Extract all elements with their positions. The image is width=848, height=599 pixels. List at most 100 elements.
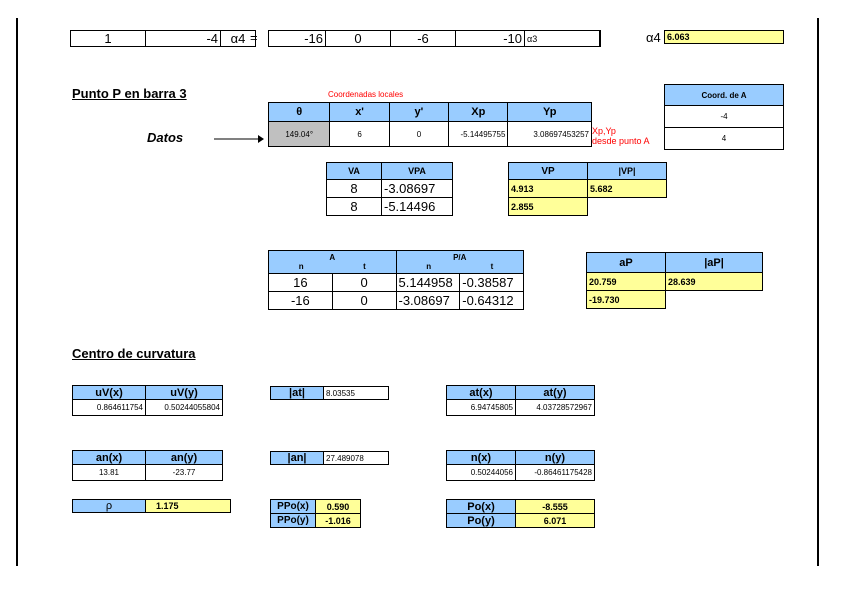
- vp-table: VP |VP| 4.913 5.682 2.855: [508, 162, 667, 216]
- an-abs-value: 27.489078: [323, 451, 389, 465]
- alpha4-value: 6.063: [664, 30, 784, 44]
- xp-yp-note: Xp,Yp desde punto A: [592, 126, 650, 146]
- acc-cell: 5.144958: [395, 273, 461, 292]
- ny-value: -0.86461175428: [515, 464, 595, 481]
- any-value: -23.77: [145, 464, 223, 481]
- x-local-value: 6: [329, 121, 390, 147]
- at-abs-table: |at| 8.03535: [270, 386, 389, 400]
- coordenadas-locales-label: Coordenadas locales: [328, 90, 404, 99]
- section-title-punto-p: Punto P en barra 3: [72, 86, 187, 101]
- header-n: n: [426, 262, 432, 271]
- anx-value: 13.81: [72, 464, 146, 481]
- po-table: Po(x) -8.555 Po(y) 6.071: [446, 499, 595, 528]
- po-x-label: Po(x): [446, 499, 516, 514]
- vp-x-value: 4.913: [508, 179, 588, 198]
- alpha3-label: α3: [524, 30, 601, 47]
- header-y-local: y': [388, 102, 450, 122]
- aty-value: 4.03728572967: [515, 399, 595, 416]
- yp-value: 3.08697453257: [507, 121, 592, 147]
- top-cell: 0: [325, 30, 391, 47]
- an-abs-label: |an|: [270, 451, 324, 465]
- header-ap: aP: [586, 252, 666, 273]
- xp-yp-note-line2: desde punto A: [592, 136, 650, 146]
- vpa-value: -5.14496: [381, 197, 453, 216]
- section-title-centro: Centro de curvatura: [72, 346, 196, 361]
- header-n: n: [298, 262, 304, 271]
- an-table: an(x) an(y) 13.81 -23.77: [72, 450, 223, 481]
- coord-a-table: Coord. de A -4 4: [664, 84, 784, 150]
- header-nx: n(x): [446, 450, 516, 465]
- header-t: t: [490, 262, 494, 271]
- header-pa-group: P/A n t: [395, 250, 524, 274]
- uvy-value: 0.50244055804: [145, 399, 223, 416]
- at-abs-value: 8.03535: [323, 386, 389, 400]
- punto-p-table: θ x' y' Xp Yp 149.04° 6 0 -5.14495755 3.…: [267, 102, 592, 147]
- po-y-label: Po(y): [446, 513, 516, 528]
- acc-cell: -0.38587: [459, 273, 524, 292]
- top-equation-left: 1 -4 α4: [70, 30, 256, 47]
- header-ny: n(y): [515, 450, 595, 465]
- header-a: A: [329, 253, 336, 262]
- acc-cell: -0.64312: [459, 291, 524, 310]
- theta-value: 149.04°: [267, 121, 331, 147]
- header-a-group: A n t: [268, 250, 397, 274]
- coord-a-header: Coord. de A: [664, 84, 784, 106]
- ppo-y-value: -1.016: [315, 513, 361, 528]
- n-table: n(x) n(y) 0.50244056 -0.86461175428: [446, 450, 595, 481]
- acc-cell: -16: [268, 291, 333, 310]
- right-border: [817, 18, 819, 566]
- acc-cell: 16: [268, 273, 333, 292]
- header-xp: Xp: [448, 102, 509, 122]
- xp-yp-note-line1: Xp,Yp: [592, 126, 616, 136]
- equals-sign: =: [250, 30, 258, 45]
- top-cell: 1: [70, 30, 146, 47]
- top-cell: -10: [455, 30, 525, 47]
- header-t: t: [363, 262, 366, 271]
- header-atx: at(x): [446, 385, 516, 400]
- acc-cell: 0: [331, 291, 397, 310]
- left-border: [16, 18, 18, 566]
- rho-table: ρ 1.175: [72, 499, 231, 513]
- po-y-value: 6.071: [515, 513, 595, 528]
- top-cell: -16: [268, 30, 326, 47]
- ap-table: aP |aP| 20.759 28.639 -19.730: [586, 252, 763, 309]
- alpha4-label: α4: [646, 30, 661, 45]
- atx-value: 6.94745805: [446, 399, 516, 416]
- ap-x-value: 20.759: [586, 272, 666, 291]
- header-uvy: uV(y): [145, 385, 223, 400]
- uv-table: uV(x) uV(y) 0.864611754 0.50244055804: [72, 385, 223, 416]
- acc-cell: 0: [331, 273, 397, 292]
- header-ap-abs: |aP|: [665, 252, 763, 273]
- top-cell: -4: [145, 30, 221, 47]
- coord-a-y: 4: [664, 127, 784, 150]
- arrow-right-icon: [214, 135, 264, 143]
- va-vpa-table: VA VPA 8 -3.08697 8 -5.14496: [326, 162, 453, 216]
- header-vpa: VPA: [381, 162, 453, 180]
- vp-abs-value: 5.682: [587, 179, 667, 198]
- nx-value: 0.50244056: [446, 464, 516, 481]
- header-aty: at(y): [515, 385, 595, 400]
- header-va: VA: [326, 162, 382, 180]
- at-abs-label: |at|: [270, 386, 324, 400]
- ppo-x-label: PPo(x): [270, 499, 316, 514]
- rho-label: ρ: [72, 499, 146, 513]
- xp-value: -5.14495755: [448, 121, 509, 147]
- top-equation-right: -16 0 -6 -10 α3: [268, 30, 601, 47]
- header-yp: Yp: [507, 102, 592, 122]
- uvx-value: 0.864611754: [72, 399, 146, 416]
- datos-label: Datos: [147, 130, 184, 145]
- po-x-value: -8.555: [515, 499, 595, 514]
- header-pa: P/A: [453, 253, 467, 262]
- ap-abs-value: 28.639: [665, 272, 763, 291]
- acceleration-table: A n t P/A n t 16 0 5.144958 -0.38587 -16…: [268, 250, 524, 310]
- header-vp: VP: [508, 162, 588, 180]
- header-x-local: x': [329, 102, 390, 122]
- alpha4-value-table: 6.063: [664, 30, 784, 44]
- ap-y-value: -19.730: [586, 290, 666, 309]
- rho-value: 1.175: [145, 499, 231, 513]
- va-value: 8: [326, 179, 382, 198]
- empty-cell: [587, 197, 667, 216]
- coord-a-x: -4: [664, 105, 784, 128]
- header-anx: an(x): [72, 450, 146, 465]
- va-value: 8: [326, 197, 382, 216]
